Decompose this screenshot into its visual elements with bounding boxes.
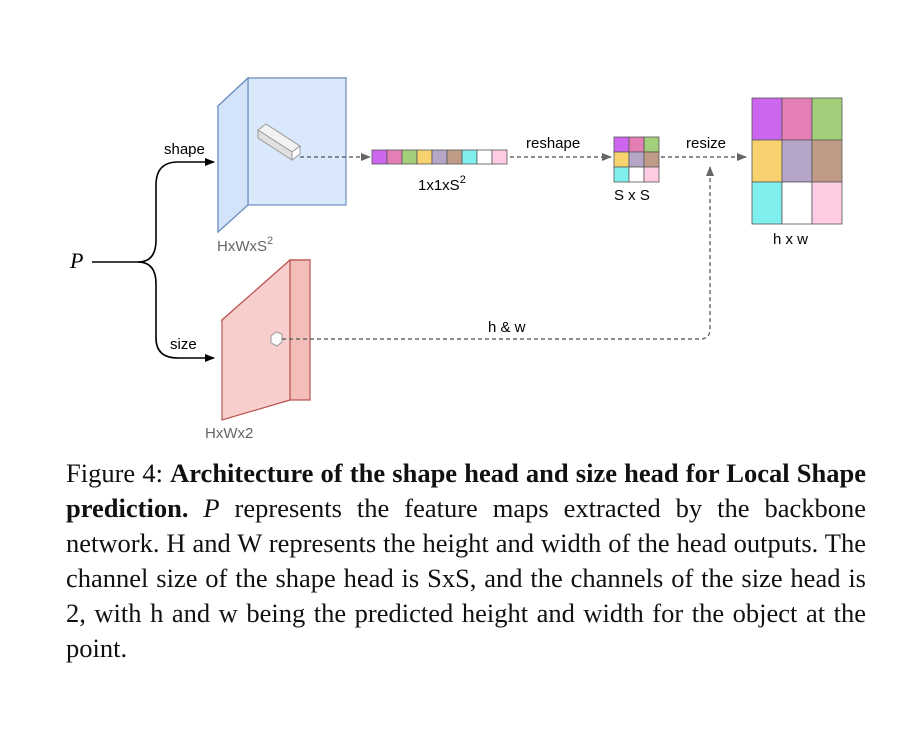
small-grid-cell [628, 136, 645, 153]
shape-head-face [217, 76, 249, 234]
caption-p-var: P [203, 493, 220, 523]
figure-caption: Figure 4: Architecture of the shape head… [66, 456, 866, 666]
large-grid-hxw [751, 97, 843, 225]
small-grid-cell [613, 136, 630, 153]
large-grid-cell [751, 181, 783, 225]
size-head-block [220, 258, 312, 421]
small-grid-cell [643, 166, 660, 183]
large-grid-dims: h x w [773, 231, 808, 248]
small-grid-cell [643, 151, 660, 168]
branch-brace-lower [137, 261, 215, 362]
vector-1x1xS2 [371, 149, 508, 165]
vector-cell [401, 149, 418, 165]
large-grid-cell [781, 139, 813, 183]
caption-body: represents the feature maps extracted by… [66, 493, 866, 663]
shape-head-dims: HxWxS2 [217, 235, 273, 255]
caption-title: Architecture of the shape head and size … [66, 458, 866, 523]
large-grid-cell [751, 97, 783, 141]
resize-label: resize [686, 135, 726, 152]
vector-dims: 1x1xS2 [418, 174, 466, 194]
small-grid-cell [643, 136, 660, 153]
vector-cell [476, 149, 493, 165]
large-grid-cell [811, 139, 843, 183]
branch-brace [137, 158, 215, 263]
shape-head-block [216, 76, 348, 234]
vector-cell [416, 149, 433, 165]
vector-cell [461, 149, 478, 165]
small-grid-cell [613, 151, 630, 168]
size-head-dims: HxWx2 [205, 425, 253, 442]
small-grid-cell [628, 151, 645, 168]
reshape-label: reshape [526, 135, 580, 152]
hw-arrow [282, 166, 714, 340]
vector-cell [371, 149, 388, 165]
shape-branch-label: shape [164, 141, 205, 158]
size-head-front [289, 259, 311, 401]
input-p-label: P [69, 248, 83, 273]
small-grid-cell [613, 166, 630, 183]
size-branch-label: size [170, 336, 197, 353]
large-grid-cell [751, 139, 783, 183]
size-cube [270, 331, 283, 347]
vector-cell [446, 149, 463, 165]
vector-cell [431, 149, 448, 165]
small-grid-cell [628, 166, 645, 183]
architecture-diagram: P shape size HxWxS2 HxWx2 1x1xS2 reshape… [69, 76, 843, 442]
small-grid-dims: S x S [614, 187, 650, 204]
vector-cell [386, 149, 403, 165]
large-grid-cell [811, 181, 843, 225]
caption-prefix: Figure 4: [66, 458, 171, 488]
hw-label: h & w [488, 319, 526, 336]
large-grid-cell [781, 181, 813, 225]
size-head-face [221, 258, 291, 421]
vector-cell [491, 149, 508, 165]
large-grid-cell [811, 97, 843, 141]
shape-prism-end [291, 145, 301, 161]
small-grid-SxS [613, 136, 660, 183]
large-grid-cell [781, 97, 813, 141]
